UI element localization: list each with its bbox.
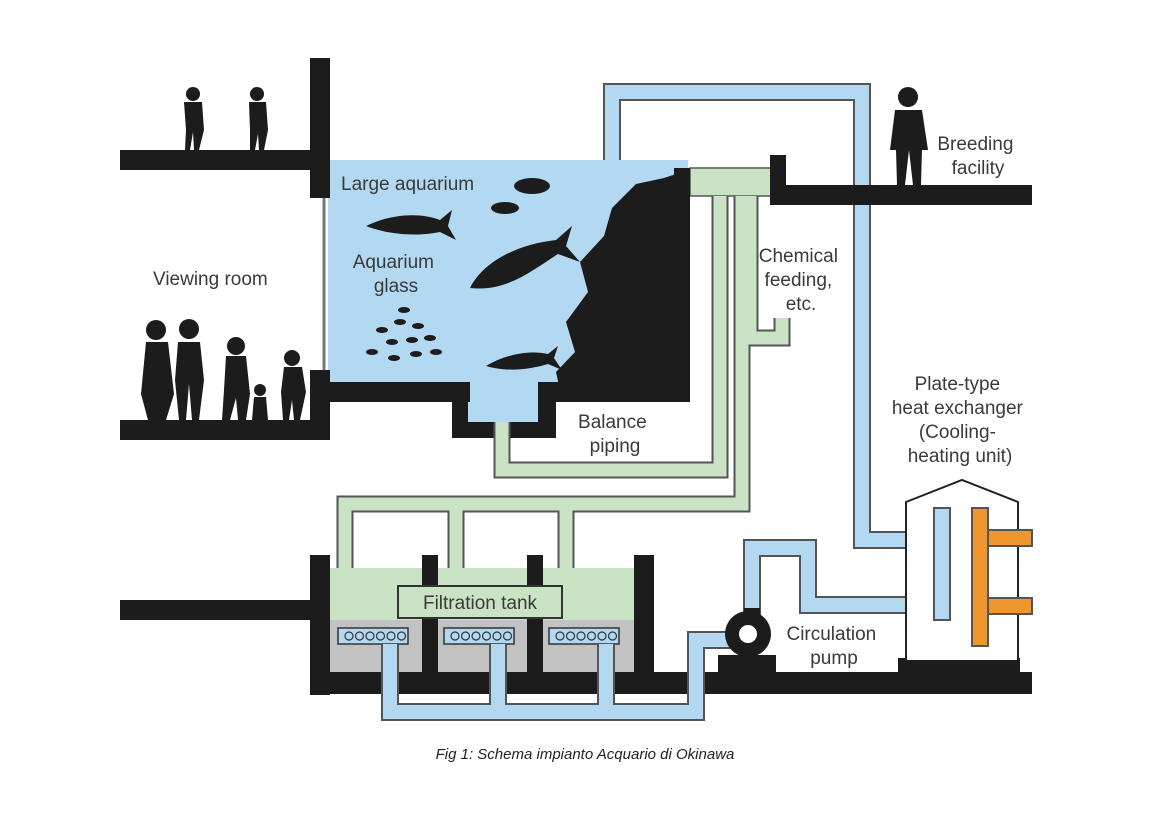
coil-loop [375, 631, 386, 641]
label-large-aquarium: Large aquarium [341, 174, 474, 195]
label-circulation-pump: Circulation pump [786, 624, 881, 669]
viewing-room-group [141, 319, 306, 420]
plate-heat-exchanger [905, 478, 1033, 660]
label-aquarium-glass: Aquarium glass [353, 252, 440, 297]
coil-loop [586, 631, 597, 641]
coil-loop [450, 631, 460, 641]
manta-silhouette-2 [491, 202, 519, 214]
coil-loop [396, 631, 407, 641]
coil-loop [597, 631, 607, 641]
coil-loop [460, 631, 471, 641]
balance-piping [336, 196, 791, 568]
filter-coil-loops [344, 631, 618, 641]
figure-caption: Fig 1: Schema impianto Acquario di Okina… [435, 746, 735, 763]
shark-lower-silhouette [486, 346, 562, 370]
circulation-pipes [381, 539, 940, 721]
person-top-1 [184, 87, 204, 150]
whale-shark-silhouette [470, 226, 580, 289]
coil-loop [502, 631, 513, 641]
label-breeding-facility: Breeding facility [937, 134, 1018, 179]
person-breeding-facility [890, 87, 928, 185]
coil-loop [365, 631, 375, 641]
circulation-pump [725, 608, 771, 657]
label-filtration-tank: Filtration tank [423, 593, 538, 614]
coil-loop [555, 631, 565, 641]
person-top-2 [249, 87, 268, 150]
chemical-feeding-box [689, 167, 781, 197]
fish-silhouettes [366, 178, 580, 370]
label-chemical-feeding: Chemical feeding, etc. [759, 246, 843, 315]
coil-loop [607, 631, 618, 641]
label-viewing-room: Viewing room [153, 269, 268, 290]
coil-loop [354, 631, 365, 641]
return-pipe-top [603, 83, 940, 549]
coil-loop [576, 631, 586, 641]
coil-loop [344, 631, 354, 641]
coil-loop [492, 631, 502, 641]
coil-loop [386, 631, 396, 641]
label-heat-exchanger: Plate-type heat exchanger (Cooling- heat… [892, 374, 1028, 467]
people-silhouettes [141, 87, 928, 420]
filtration-tank-label-box: Filtration tank [397, 585, 563, 619]
shark-silhouette [366, 210, 456, 240]
manta-silhouette-1 [514, 178, 550, 194]
coil-loop [481, 631, 492, 641]
label-balance-piping: Balance piping [578, 412, 652, 457]
coil-loop [471, 631, 481, 641]
coil-loop [565, 631, 576, 641]
fish-school [366, 307, 442, 361]
rock-formation [556, 170, 688, 400]
building-structure [120, 58, 1032, 695]
filtration-tank [330, 568, 634, 672]
